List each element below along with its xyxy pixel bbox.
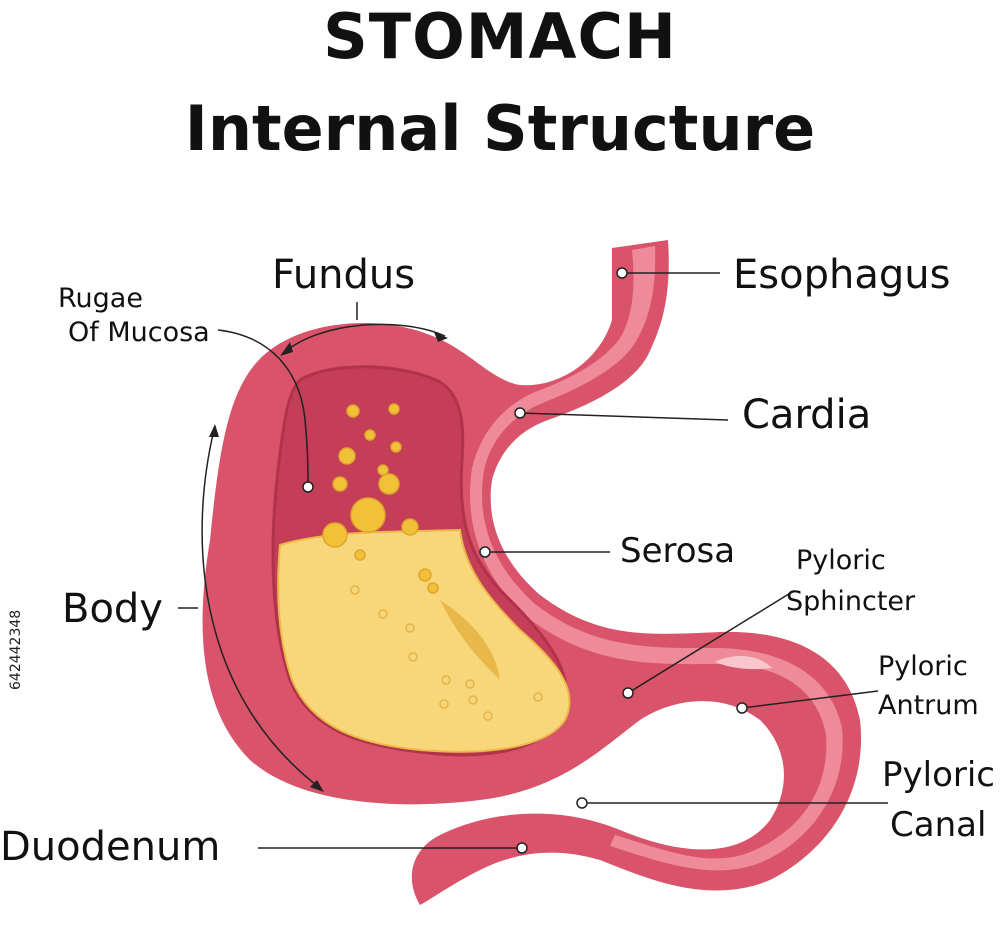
leader-rugae xyxy=(217,329,309,488)
label-pyloric-antrum-line-2: Antrum xyxy=(878,690,979,721)
label-pyloric-sphincter-line-1: Pyloric xyxy=(796,545,886,576)
pointer-dots xyxy=(302,267,748,854)
gastric-fluid xyxy=(277,528,571,753)
label-pyloric-antrum-line-1: Pyloric xyxy=(878,651,968,682)
label-duodenum: Duodenum xyxy=(0,824,221,870)
stock-id: 642442348 xyxy=(8,609,24,690)
label-body: Body xyxy=(62,586,163,632)
label-pyloric-sphincter-line-2: Sphincter xyxy=(786,586,916,617)
label-fundus: Fundus xyxy=(272,252,416,298)
label-rugae-line-2: Of Mucosa xyxy=(68,317,210,348)
label-serosa: Serosa xyxy=(620,531,736,571)
leader-cardia xyxy=(519,412,729,421)
label-pyloric-canal-line-2: Canal xyxy=(890,805,987,845)
label-esophagus: Esophagus xyxy=(733,252,951,298)
label-cardia: Cardia xyxy=(742,392,872,438)
arrowheads xyxy=(209,332,448,792)
title-line-1: STOMACH xyxy=(323,0,677,73)
fluid-highlight xyxy=(440,600,500,680)
title-line-2: Internal Structure xyxy=(184,92,816,165)
leader-pyloric-antrum xyxy=(741,690,879,709)
label-rugae-line-1: Rugae xyxy=(58,283,143,314)
body-arc xyxy=(201,429,321,789)
leader-pyloric-sphincter xyxy=(627,591,793,694)
fundus-arc xyxy=(284,323,446,353)
bubbles xyxy=(322,403,439,594)
fluid-dots xyxy=(350,585,543,721)
antrum-highlight xyxy=(715,656,772,670)
label-pyloric-canal-line-1: Pyloric xyxy=(882,755,995,795)
